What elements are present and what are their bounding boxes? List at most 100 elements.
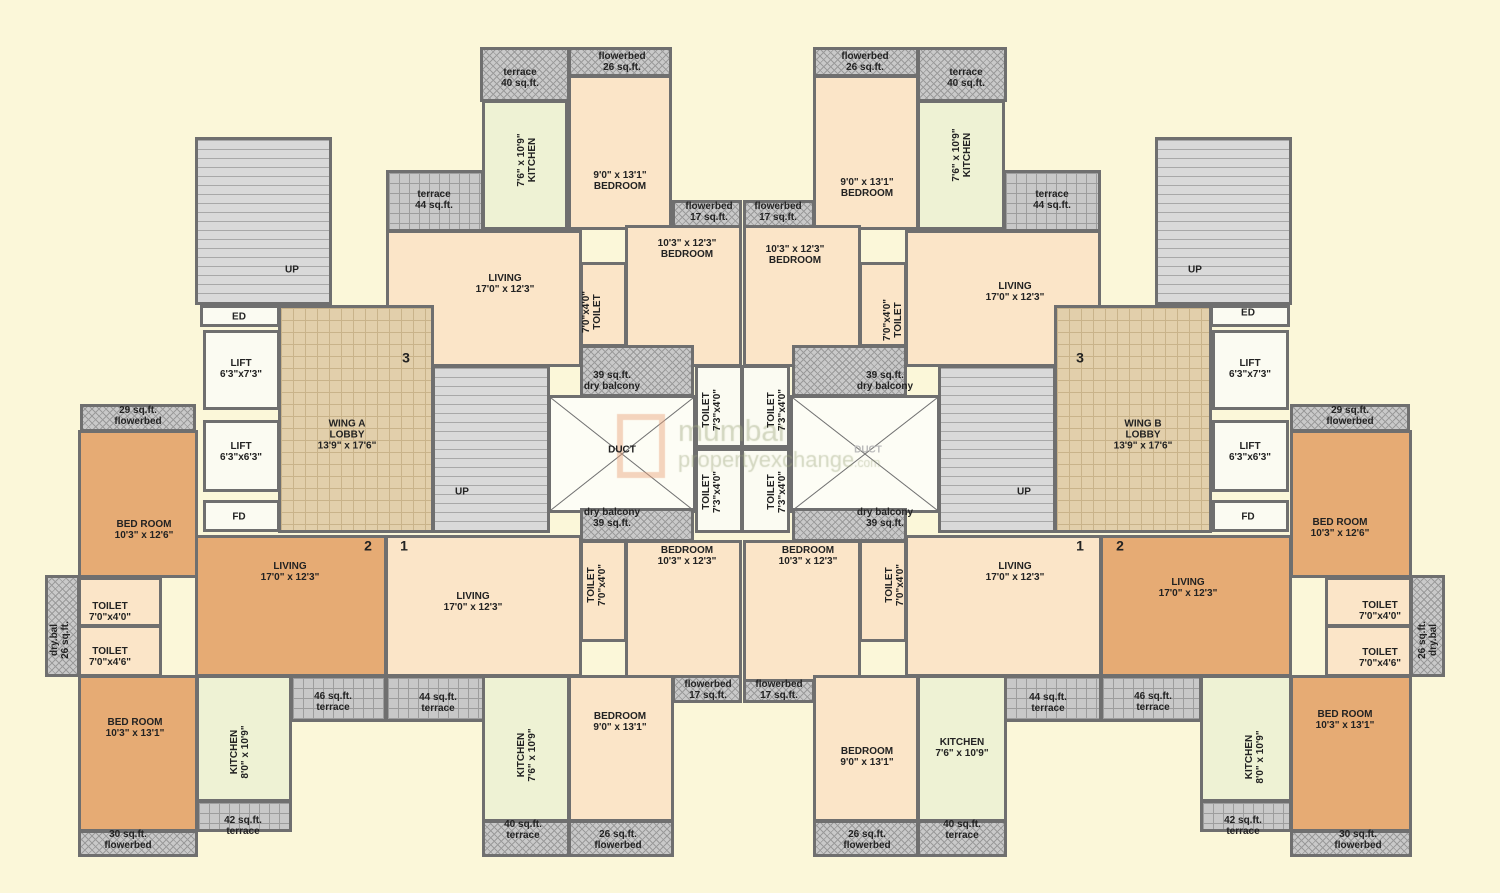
room-bl-drybalcony	[580, 508, 694, 542]
room-label-line: TOILET	[1362, 600, 1398, 611]
room-a-lobby	[278, 305, 434, 533]
room-br-terrace40	[917, 820, 1007, 857]
room-r2-flowerbed30	[1290, 830, 1412, 857]
room-label-line: 9'0" x 13'1"	[840, 177, 894, 188]
room-l2-terrace46	[290, 675, 387, 722]
room-label-line: flowerbed	[104, 840, 152, 851]
room-label-line: TOILET	[92, 646, 128, 657]
room-l2-kitchen	[196, 675, 292, 802]
room-label-line: 9'0" x 13'1"	[593, 722, 647, 733]
room-label-a-fd: FD	[232, 512, 245, 523]
room-label-line: 17 sq.ft.	[689, 690, 727, 701]
room-tl-bedroom	[625, 225, 742, 367]
room-label-line: 7'3"x4'0"	[777, 470, 788, 514]
room-label-line: flowerbed	[843, 840, 891, 851]
room-label-tr-toilet: 7'0"x4'0"TOILET	[882, 299, 904, 341]
room-label-line: terrace	[1031, 703, 1065, 714]
room-label-line: BEDROOM	[768, 255, 822, 266]
room-l2-bedroom2	[78, 675, 198, 832]
room-label-line: KITCHEN	[962, 132, 973, 178]
room-label-bl-terrace40: 40 sq.ft.terrace	[504, 819, 542, 841]
room-label-line: 44 sq.ft.	[419, 692, 457, 703]
room-label-b-stairs2: UP	[1017, 487, 1031, 498]
room-label-line: 6'3"x6'3"	[219, 452, 263, 463]
room-label-line: WING B	[1124, 418, 1162, 430]
room-label-line: UP	[455, 486, 469, 498]
room-label-line: 44 sq.ft.	[415, 200, 453, 211]
room-l2-drybal	[45, 575, 80, 677]
room-r2-toilet1	[1325, 577, 1412, 627]
room-l2-flowerbed29	[80, 404, 196, 432]
room-br-terrace44	[1003, 675, 1102, 722]
room-b-lift1	[1212, 330, 1289, 410]
room-label-bl-flowerbed26: 26 sq.ft.flowerbed	[594, 829, 641, 851]
room-label-line: BED ROOM	[1317, 709, 1373, 720]
room-label-line: terrace	[417, 189, 451, 200]
room-label-line: 6'3"x6'3"	[1228, 452, 1272, 463]
room-label-line: 26 sq.ft.	[599, 829, 637, 840]
room-label-line: BED ROOM	[107, 717, 163, 728]
room-label-a-stairs2: UP	[455, 487, 469, 498]
room-label-line: 7'6" x 10'9"	[951, 128, 962, 182]
room-label-line: BED ROOM	[116, 519, 172, 530]
room-label-tr-drybalcony: 39 sq.ft.dry balcony	[857, 370, 913, 392]
room-label-line: 7'0"x4'6"	[88, 657, 132, 668]
room-label-line: LIVING	[488, 273, 522, 284]
unit-number-bl: 1	[400, 537, 408, 554]
room-l2-living	[195, 535, 387, 677]
room-bl-terrace40	[482, 820, 570, 857]
room-label-line: 29 sq.ft.	[1331, 405, 1369, 416]
room-label-a-stairs: UP	[285, 265, 299, 276]
room-label-line: terrace	[226, 826, 260, 837]
room-label-line: FD	[1241, 511, 1255, 523]
room-label-line: 8'0" x 10'9"	[240, 725, 251, 779]
room-label-line: 7'3"x4'0"	[712, 388, 723, 432]
room-label-line: LIFT	[230, 441, 252, 452]
room-label-line: 10'3" x 12'3"	[765, 244, 825, 255]
room-label-line: TOILET	[766, 392, 777, 428]
room-b-ed	[1210, 305, 1290, 327]
room-b-stairs	[1155, 137, 1292, 305]
room-label-line: LOBBY	[1125, 429, 1161, 441]
room-label-line: 40 sq.ft.	[504, 819, 542, 830]
room-l2-terrace42	[196, 800, 292, 832]
room-label-line: TOILET	[893, 302, 904, 338]
room-label-line: 39 sq.ft.	[593, 518, 631, 529]
room-label-line: KITCHEN	[939, 737, 985, 748]
room-tl-kitchen	[482, 100, 568, 230]
room-label-line: BEDROOM	[781, 545, 835, 556]
room-label-line: KITCHEN	[516, 732, 527, 778]
room-r2-bedroom2	[1290, 675, 1412, 832]
room-label-line: dry balcony	[856, 507, 914, 518]
room-label-line: 7'0"x4'0"	[581, 290, 592, 334]
room-br-living	[905, 535, 1102, 677]
room-tl-drybalcony	[580, 345, 694, 397]
room-label-duct-right: DUCT	[854, 445, 882, 456]
room-label-br-terrace40: 40 sq.ft.terrace	[943, 819, 981, 841]
room-r2-terrace42	[1200, 800, 1292, 832]
room-label-r2-terrace42: 42 sq.ft.terrace	[1224, 815, 1262, 837]
room-label-line: LOBBY	[329, 429, 365, 441]
room-l2-flowerbed30	[78, 830, 198, 857]
room-label-line: 40 sq.ft.	[943, 819, 981, 830]
room-bl-flowerbed17	[672, 675, 742, 703]
room-label-line: flowerbed	[594, 840, 642, 851]
room-br-drybalcony	[792, 508, 907, 542]
room-r2-kitchen	[1200, 675, 1292, 802]
room-label-line: terrace	[421, 703, 455, 714]
room-label-line: 30 sq.ft.	[1339, 829, 1377, 840]
room-label-line: 7'0"x4'0"	[88, 612, 132, 623]
